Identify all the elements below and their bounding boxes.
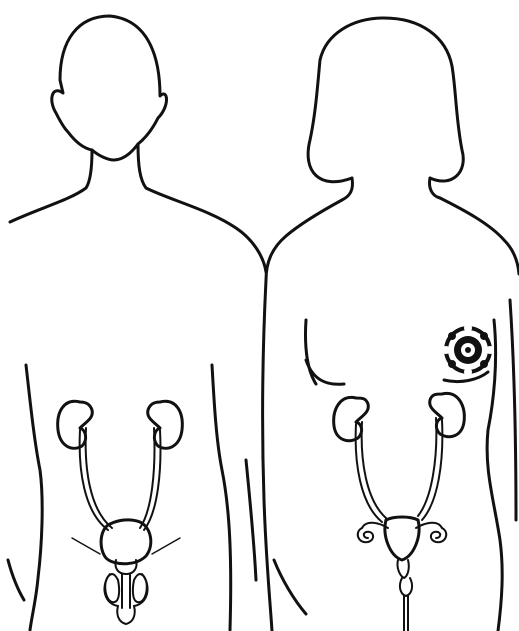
male-head-outline [52, 16, 167, 160]
male-shoulder-left [10, 150, 92, 222]
female-ureter-left [362, 422, 386, 518]
female-side-right-outer [510, 300, 516, 520]
female-ovary-left [358, 528, 373, 542]
female-breast-left [306, 360, 344, 384]
female-side-right [487, 320, 502, 631]
female-hair-outline [308, 18, 463, 182]
female-arm-left-curve [274, 560, 306, 614]
male-bladder [101, 520, 151, 564]
female-kidney-left [334, 397, 369, 440]
female-figure [263, 18, 519, 631]
male-kidney-left [58, 401, 93, 448]
male-shoulder-right [138, 144, 266, 272]
female-side-left [263, 280, 272, 631]
female-shoulder-right [440, 198, 519, 274]
male-ureter-left [86, 428, 112, 528]
female-cervix [397, 560, 408, 578]
male-side-right [212, 365, 231, 630]
male-figure [8, 16, 266, 630]
male-radiating-line-right [152, 538, 180, 554]
female-vagina [400, 578, 412, 596]
male-urethra [122, 574, 130, 608]
breast-lesion-icon [442, 324, 494, 376]
female-kidney-right [430, 393, 465, 436]
male-side-left [26, 365, 42, 630]
male-penis [117, 606, 134, 624]
male-radiating-line-left [72, 538, 100, 554]
female-shoulder-left [266, 200, 342, 280]
male-kidney-right [148, 401, 183, 448]
female-ovary-right [431, 528, 446, 542]
female-uterus [385, 517, 419, 560]
female-urethra [404, 596, 408, 631]
male-arm-left [8, 560, 24, 600]
male-arm-right-inner [246, 460, 256, 580]
